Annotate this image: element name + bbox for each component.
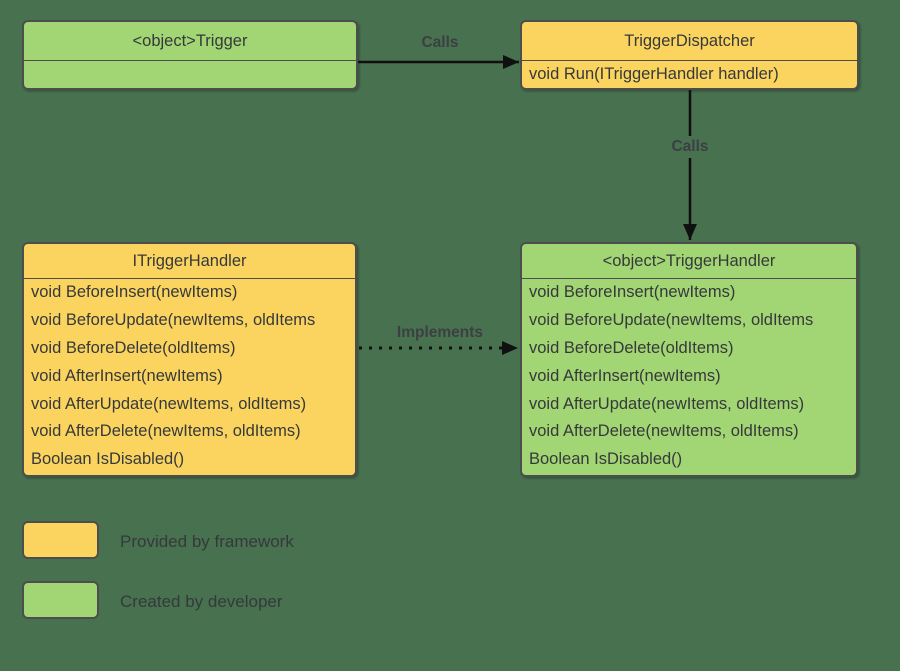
class-title: <object>Trigger	[24, 22, 356, 61]
methods-list: void Run(ITriggerHandler handler)	[522, 61, 857, 88]
legend-label-framework: Provided by framework	[120, 532, 294, 551]
edge-label-implements: Implements	[396, 324, 484, 341]
method-row: void AfterInsert(newItems)	[31, 366, 223, 385]
method-row: void AfterUpdate(newItems, oldItems)	[529, 394, 805, 413]
method-row: void Run(ITriggerHandler handler)	[529, 65, 779, 83]
method-row: void AfterInsert(newItems)	[529, 366, 721, 385]
class-title: <object>TriggerHandler	[522, 244, 856, 279]
method-row: void BeforeUpdate(newItems, oldItems	[529, 311, 814, 330]
class-box-itrigger-handler: ITriggerHandler void BeforeInsert(newIte…	[22, 242, 357, 477]
legend-label-developer: Created by developer	[120, 592, 283, 611]
method-row: Boolean IsDisabled()	[529, 450, 683, 469]
method-row: void BeforeInsert(newItems)	[31, 283, 238, 302]
trigger-empty-compartment	[24, 61, 356, 88]
method-row: Boolean IsDisabled()	[31, 450, 185, 469]
class-title: ITriggerHandler	[24, 244, 355, 279]
class-box-trigger-handler: <object>TriggerHandler void BeforeInsert…	[520, 242, 858, 477]
method-row: void AfterDelete(newItems, oldItems)	[529, 422, 799, 441]
method-row: void BeforeDelete(oldItems)	[31, 338, 236, 357]
legend-swatch-framework	[22, 521, 99, 559]
edge-label-calls-vertical: Calls	[658, 136, 722, 158]
class-box-trigger: <object>Trigger	[22, 20, 358, 90]
method-row: void AfterUpdate(newItems, oldItems)	[31, 394, 307, 413]
methods-list: void BeforeInsert(newItems) void BeforeUp…	[522, 279, 856, 475]
method-row: void AfterDelete(newItems, oldItems)	[31, 422, 301, 441]
method-row: void BeforeDelete(oldItems)	[529, 338, 734, 357]
class-box-trigger-dispatcher: TriggerDispatcher void Run(ITriggerHandl…	[520, 20, 859, 90]
class-title: TriggerDispatcher	[522, 22, 857, 61]
legend-swatch-developer	[22, 581, 99, 619]
method-row: void BeforeUpdate(newItems, oldItems	[31, 311, 316, 330]
method-row: void BeforeInsert(newItems)	[529, 283, 736, 302]
methods-list: void BeforeInsert(newItems) void BeforeUp…	[24, 279, 355, 475]
edge-label-calls: Calls	[421, 34, 459, 51]
